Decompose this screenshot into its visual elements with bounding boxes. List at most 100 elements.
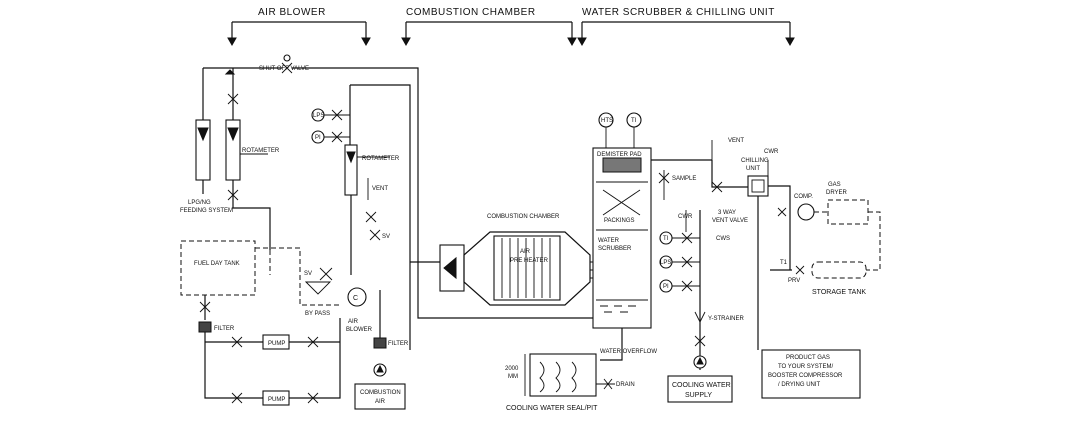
label-t1: T1	[780, 260, 788, 266]
label-hts: HTS	[601, 118, 613, 124]
pump-1	[262, 334, 290, 350]
valve-icon	[231, 392, 243, 404]
header-bracket-scrubber	[581, 21, 791, 40]
valve-icon	[307, 336, 319, 348]
valve-icon	[331, 109, 343, 121]
valve-icon	[365, 211, 377, 223]
air-blower	[347, 287, 367, 307]
air-main-line	[203, 67, 452, 319]
label-3-way-1: 3 WAY	[718, 210, 736, 216]
label-y-strainer: Y-STRAINER	[708, 316, 744, 322]
demister-pad	[602, 157, 642, 173]
chiller-inlet	[711, 160, 748, 188]
label-chilling-unit-1: CHILLING	[741, 158, 769, 164]
return-line	[452, 317, 601, 320]
valve-icon	[199, 301, 211, 313]
valve-icon	[694, 335, 706, 347]
label-pi-2: PI	[663, 284, 669, 290]
label-filter-2: FILTER	[388, 341, 409, 347]
arrow-down-icon	[401, 37, 411, 47]
label-product-gas-2: TO YOUR SYSTEM/	[778, 364, 833, 370]
label-product-gas-3: BOOSTER COMPRESSOR	[768, 373, 843, 379]
chilling-unit: VENT 3 WAY VENT VALVE CHILLING UNIT CWR …	[711, 138, 881, 399]
label-sv-1: SV	[304, 271, 312, 277]
blower-mark: C	[353, 295, 358, 302]
cooling-water-supply-box	[667, 375, 733, 403]
filter-icon	[373, 337, 387, 349]
chamber-shell	[463, 231, 591, 306]
label-dim-mm: MM	[508, 374, 518, 380]
label-dim-2000: 2000	[505, 366, 519, 372]
label-lps-1: LPS	[313, 113, 324, 119]
scrubber-tower	[592, 147, 652, 329]
fuel-system: FUEL DAY TANK FILTER PUMP PUMP BY PASS S…	[180, 240, 342, 406]
gauge-stems	[605, 127, 635, 148]
valve-icon	[681, 280, 693, 292]
label-gas-dryer-2: DRYER	[826, 190, 848, 196]
arrow-down-icon	[227, 37, 237, 47]
label-pump-1: PUMP	[268, 341, 285, 347]
arrow-down-icon	[361, 37, 371, 47]
label-3-way-2: VENT VALVE	[712, 218, 748, 224]
dryer-loop	[814, 211, 881, 271]
label-ti-2: TI	[663, 236, 669, 242]
label-ti-1: TI	[631, 118, 637, 124]
chilling-coil	[751, 179, 765, 193]
label-prv: PRV	[788, 278, 800, 284]
label-cooling-water-seal: COOLING WATER SEAL/PIT	[506, 405, 598, 412]
arrow-down-icon	[577, 37, 587, 47]
label-combustion-air-1: COMBUSTION	[360, 390, 401, 396]
label-cwr-2: CWR	[764, 149, 779, 155]
valve-icon	[227, 189, 239, 201]
instrument-lines	[324, 114, 350, 138]
float-icon	[227, 127, 239, 142]
header-air-blower: AIR BLOWER	[258, 7, 326, 18]
y-strainer-icon	[694, 311, 706, 330]
water-level	[596, 299, 648, 313]
valve-icon	[331, 131, 343, 143]
label-filter-1: FILTER	[214, 326, 235, 332]
solenoid-valve-icon	[369, 229, 381, 241]
valve-icon	[603, 378, 613, 390]
chilling-unit-box	[747, 175, 769, 197]
label-feeding-system: FEEDING SYSTEM	[180, 208, 233, 214]
label-pump-2: PUMP	[268, 397, 285, 403]
label-rotameter-1: ROTAMETER	[242, 148, 280, 154]
fuel-day-tank	[180, 240, 256, 296]
pump-2	[262, 390, 290, 406]
label-chilling-unit-2: UNIT	[746, 166, 760, 172]
arrow-up-icon	[696, 356, 704, 365]
label-storage-tank: STORAGE TANK	[812, 289, 866, 296]
shut-off-valve-icon	[281, 62, 293, 74]
arrow-up-icon	[376, 364, 384, 373]
label-drain: DRAIN	[616, 382, 635, 388]
combustion-chamber: AIR PRE HEATER COMBUSTION CHAMBER	[410, 214, 640, 320]
compressor	[797, 203, 815, 221]
label-water-scrubber-1: WATER	[598, 238, 620, 244]
combustion-air-box	[354, 383, 406, 410]
label-gas-dryer-1: GAS	[828, 182, 841, 188]
label-water-scrubber-2: SCRUBBER	[598, 246, 632, 252]
valve-icon	[681, 232, 693, 244]
cooling-water-seal-pit: 2000 MM WATER OVERFLOW DRAIN COOLING WAT…	[505, 328, 657, 412]
arrow-down-icon	[785, 37, 795, 47]
valve-icon	[231, 336, 243, 348]
storage-tank	[811, 261, 867, 279]
rotameter-outlet-lines	[202, 180, 271, 250]
label-cooling-water-supply-1: COOLING WATER	[672, 382, 731, 389]
float-icon	[346, 151, 356, 164]
header-bracket-combustion	[405, 21, 573, 40]
label-water-overflow: WATER OVERFLOW	[600, 349, 657, 355]
label-by-pass: BY PASS	[305, 311, 330, 317]
water-waves	[539, 361, 577, 393]
lpg-feeding-system: SHUT OFF VALVE ROTAMETER LPG/NG FEEDING …	[180, 54, 452, 319]
label-packings: PACKINGS	[604, 218, 635, 224]
label-lpg-ng: LPG/NG	[188, 200, 211, 206]
label-cws: CWS	[716, 236, 730, 242]
label-pi-1: PI	[315, 135, 321, 141]
label-cwr-1: CWR	[678, 214, 693, 220]
valve-icon	[777, 207, 787, 217]
seal-pit-drain	[600, 328, 623, 361]
water-scrubber: HTS TI DEMISTER PAD PACKINGS WATER SCRUB…	[592, 112, 744, 403]
arrow-down-icon	[567, 37, 577, 47]
